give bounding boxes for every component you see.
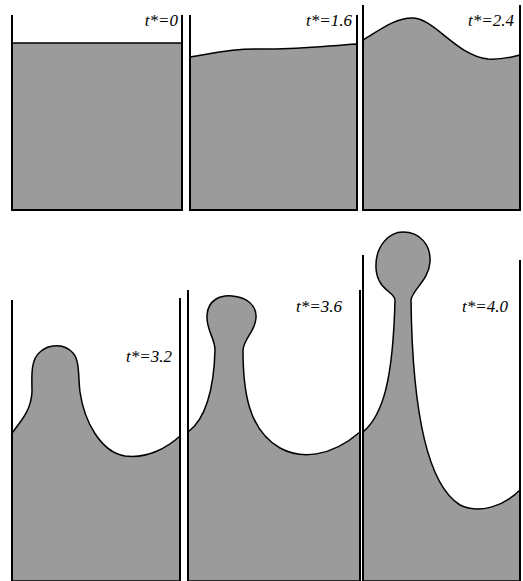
tank-wall	[363, 5, 520, 210]
time-label: t*=1.6	[306, 12, 352, 29]
tank-wall	[11, 300, 13, 581]
liquid-region	[188, 296, 360, 581]
tank-wall	[362, 255, 364, 581]
time-label: t*=3.6	[296, 298, 342, 315]
liquid-region	[190, 44, 357, 210]
tank-wall	[519, 260, 521, 581]
tank-wall	[12, 15, 182, 210]
time-label: t*=0	[145, 12, 178, 29]
liquid-region	[12, 43, 182, 210]
time-label: t*=2.4	[468, 12, 514, 29]
time-label: t*=4.0	[462, 298, 508, 315]
liquid-region	[363, 232, 520, 581]
tank-wall	[179, 298, 181, 581]
liquid-region	[12, 346, 180, 581]
liquid-region	[363, 18, 520, 210]
tank-wall	[187, 290, 189, 581]
tank-wall	[190, 15, 357, 210]
tank-wall	[359, 290, 361, 581]
time-label: t*=3.2	[126, 348, 172, 365]
